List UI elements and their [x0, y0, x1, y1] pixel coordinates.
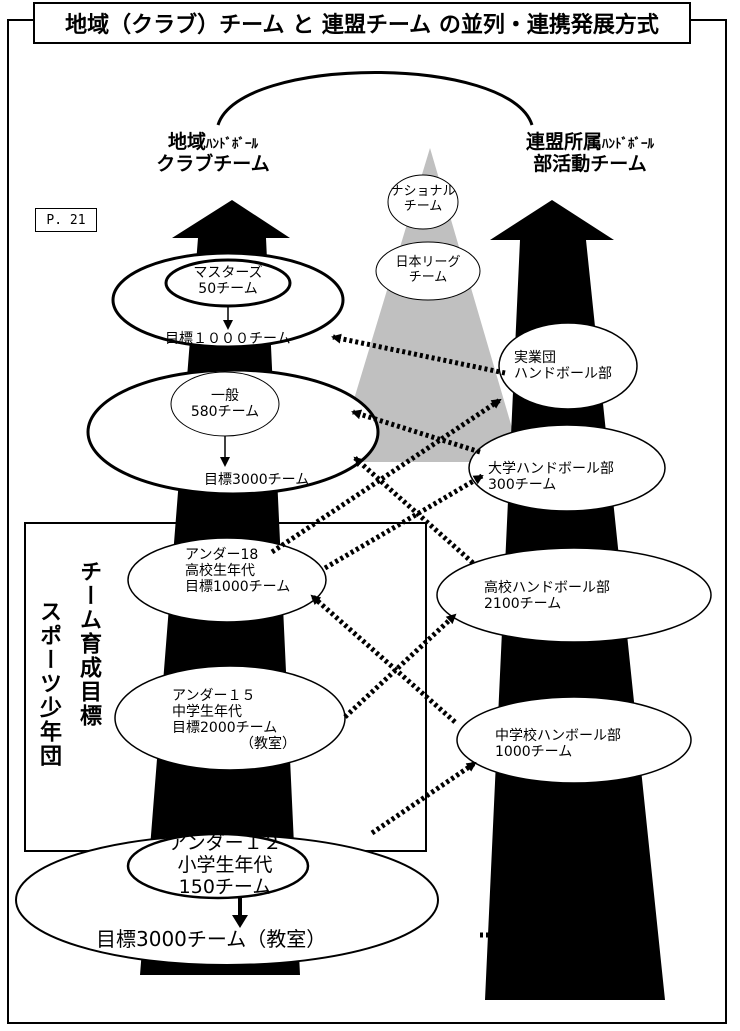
corporate-line1: 実業団 [514, 350, 556, 366]
general-goal: 目標3000チーム [204, 472, 310, 488]
u15-line3: 目標2000チーム [172, 720, 278, 737]
right-header-small: ﾊﾝﾄﾞﾎﾞｰﾙ [602, 137, 654, 152]
team-goal-label: チーム育成目標 [76, 560, 101, 728]
japan-league-ellipse [375, 241, 481, 301]
university-ellipse [468, 424, 666, 512]
u12-line1: アンダー１２ [168, 832, 282, 854]
sports-club-label: スポーツ少年団 [36, 600, 61, 768]
japan-league-line1: 日本リーグ [395, 255, 461, 270]
move-u12-to-juniorhigh [370, 760, 477, 836]
pyramid [335, 148, 522, 462]
move-university-to-general [351, 409, 481, 455]
general-name: 一般 [211, 388, 239, 404]
u18-ellipse [127, 537, 327, 623]
corporate-line2: ハンドボール部 [514, 366, 612, 383]
masters-label: マスターズ 50チーム [168, 265, 288, 297]
legend-label: 競技者移動 [503, 948, 573, 964]
u12-line3: 150チーム [178, 875, 272, 898]
left-column-header: 地域ﾊﾝﾄﾞﾎﾞｰﾙ クラブチーム [118, 131, 308, 176]
u12-growth-arrowhead [232, 915, 248, 928]
u15-line4: （教室） [240, 736, 296, 753]
u15-ellipse [114, 665, 346, 771]
national-team-label: ナショナル チーム [390, 184, 456, 215]
masters-goal: 目標１０００チーム [165, 331, 291, 347]
university-label: 大学ハンドボール部 300チーム [488, 461, 614, 493]
high-school-line2: 2100チーム [484, 596, 562, 613]
japan-league-line2: チーム [408, 269, 448, 285]
u12-inner-ellipse [126, 832, 310, 900]
u12-label: アンダー１２ 小学生年代 150チーム [150, 832, 300, 899]
diagram-title: 地域（クラブ）チーム と 連盟チーム の並列・連携発展方式 [33, 2, 691, 44]
national-line1: ナショナル [390, 184, 456, 199]
u15-label: アンダー１５ 中学生年代 目標2000チーム （教室） [172, 688, 296, 752]
masters-count: 50チーム [198, 281, 258, 298]
masters-name: マスターズ [193, 265, 263, 281]
u15-line1: アンダー１５ [172, 688, 256, 704]
u18-line3: 目標1000チーム [185, 579, 291, 596]
move-u15-to-highschool [343, 613, 457, 719]
u12-goal: 目標3000チーム（教室） [96, 927, 327, 951]
junior-high-line1: 中学校ハンボール部 [495, 728, 621, 744]
junior-high-ellipse [456, 696, 692, 784]
left-header-small: ﾊﾝﾄﾞﾎﾞｰﾙ [206, 137, 258, 152]
corporate-ellipse [498, 322, 638, 410]
junior-high-label: 中学校ハンボール部 1000チーム [495, 728, 621, 760]
move-u18-to-corporate [270, 397, 502, 555]
right-column-header: 連盟所属ﾊﾝﾄﾞﾎﾞｰﾙ 部活動チーム [476, 131, 704, 176]
u18-line1: アンダー18 [185, 547, 259, 563]
u18-line2: 高校生年代 [185, 563, 255, 580]
right-header-line2: 部活動チーム [533, 152, 647, 175]
u18-label: アンダー18 高校生年代 目標1000チーム [185, 547, 290, 595]
move-highschool-to-general [353, 456, 475, 565]
move-corporate-to-masters [331, 333, 506, 376]
high-school-label: 高校ハンドボール部 2100チーム [484, 580, 610, 612]
university-line1: 大学ハンドボール部 [488, 461, 614, 477]
junior-high-line2: 1000チーム [495, 744, 573, 761]
u12-line2: 小学生年代 [177, 853, 273, 876]
general-label: 一般 580チーム [172, 388, 278, 420]
high-school-line1: 高校ハンドボール部 [484, 580, 610, 596]
right-header-main: 連盟所属 [525, 131, 602, 153]
corporate-label: 実業団 ハンドボール部 [514, 350, 612, 382]
high-school-ellipse [436, 547, 712, 643]
move-u18-to-university [323, 473, 484, 571]
move-juniorhigh-to-u18 [310, 594, 457, 724]
left-header-main: 地域 [167, 131, 206, 153]
page-reference: P. 21 [35, 208, 97, 232]
u15-line2: 中学生年代 [172, 704, 242, 721]
national-line2: チーム [403, 198, 443, 214]
left-header-line2: クラブチーム [156, 152, 270, 175]
general-count: 580チーム [190, 404, 260, 421]
connecting-arc [216, 71, 534, 126]
university-line2: 300チーム [488, 477, 557, 494]
japan-league-label: 日本リーグ チーム [378, 255, 478, 286]
national-ellipse [387, 174, 459, 230]
